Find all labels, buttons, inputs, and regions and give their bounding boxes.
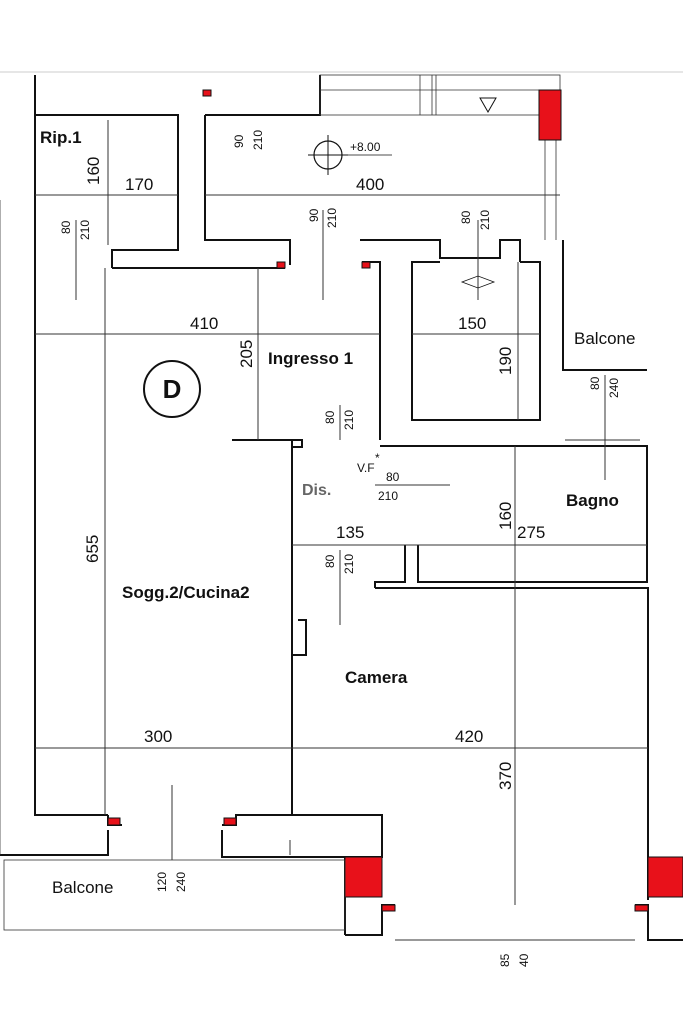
railing-detail [319, 74, 561, 240]
dim-rip-height: 160 [84, 157, 103, 185]
dim-box-width: 150 [458, 314, 486, 333]
door-balcone-w: 80 [588, 376, 602, 390]
door-bottom-right-w: 85 [498, 953, 512, 967]
door-camera-w: 80 [323, 554, 337, 568]
hatch-symbol [460, 275, 496, 289]
door-top-right-w: 80 [459, 210, 473, 224]
vf-label: V.F [357, 461, 375, 475]
door-top-left-w: 90 [232, 134, 246, 148]
room-balcone-bottom: Balcone [52, 878, 113, 897]
dim-rip-width: 170 [125, 175, 153, 194]
door-top-mid-h: 210 [325, 208, 339, 228]
dim-dis-width: 135 [336, 523, 364, 542]
unit-badge-label: D [163, 374, 182, 404]
room-bagno: Bagno [566, 491, 619, 510]
door-ingresso-h: 210 [342, 410, 356, 430]
unit-badge [143, 360, 201, 418]
door-bottom-h: 240 [174, 872, 188, 892]
room-camera: Camera [345, 668, 408, 687]
room-ingresso: Ingresso 1 [268, 349, 353, 368]
level-marker [308, 135, 392, 175]
door-camera-h: 210 [342, 554, 356, 574]
vf-star-icon: * [375, 451, 380, 465]
door-vf-h: 210 [378, 489, 398, 503]
door-top-left-h: 210 [251, 130, 265, 150]
door-vf-w: 80 [386, 470, 400, 484]
door-top-right-h: 210 [478, 210, 492, 230]
door-bottom-right-h: 40 [517, 953, 531, 967]
level-marker-label: +8.00 [350, 140, 381, 154]
door-specs: 90 210 90 210 80 210 80 210 80 240 80 21… [59, 130, 621, 967]
door-rip-w: 80 [59, 220, 73, 234]
dim-top-width: 400 [356, 175, 384, 194]
dim-soggiorno-width-bottom: 300 [144, 727, 172, 746]
dim-box-height: 190 [496, 347, 515, 375]
balcony-bottom-outline [3, 859, 346, 931]
dim-camera-height: 370 [496, 762, 515, 790]
dim-bagno-width: 275 [517, 523, 545, 542]
room-rip: Rip.1 [40, 128, 82, 147]
dimension-lines [35, 120, 648, 941]
room-balcone-right: Balcone [574, 329, 635, 348]
dim-ingresso-height: 205 [237, 340, 256, 368]
dim-soggiorno-height: 655 [83, 535, 102, 563]
door-rip-h: 210 [78, 220, 92, 240]
door-ingresso-w: 80 [323, 410, 337, 424]
room-dis: Dis. [302, 482, 331, 499]
walls [0, 75, 683, 941]
door-bottom-w: 120 [155, 872, 169, 892]
room-soggiorno: Sogg.2/Cucina2 [122, 583, 250, 602]
red-accents [107, 89, 683, 912]
dim-bagno-height: 160 [496, 502, 515, 530]
door-balcone-h: 240 [607, 378, 621, 398]
door-top-mid-w: 90 [307, 208, 321, 222]
dim-soggiorno-width-top: 410 [190, 314, 218, 333]
dim-camera-width: 420 [455, 727, 483, 746]
